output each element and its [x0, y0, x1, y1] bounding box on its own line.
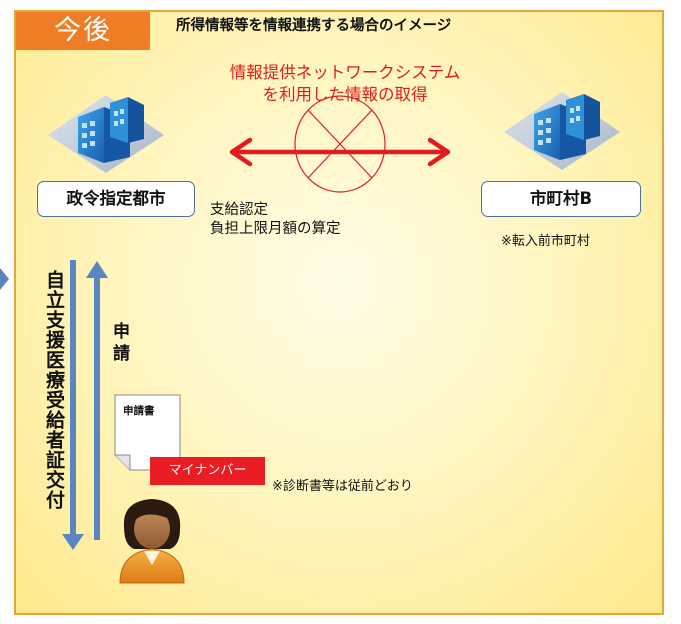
building-icon [504, 92, 620, 170]
document-title: 申請書 [123, 405, 155, 417]
cross-circle-icon [294, 95, 386, 193]
diagnosis-note: ※診断書等は従前どおり [272, 479, 413, 494]
document-icon [114, 394, 181, 471]
certificate-issue-label: 自立支援医療受給者証交付 [43, 270, 65, 510]
network-double-arrow [229, 137, 451, 167]
up-flow-arrow [86, 261, 108, 540]
mynumber-badge: マイナンバー [150, 457, 265, 485]
header-tag: 今後 [16, 12, 150, 50]
process-text: 支給認定 負担上限月額の算定 [210, 201, 341, 239]
down-flow-arrow [62, 260, 84, 550]
entity-municipality-b: 市町村B [481, 181, 641, 217]
process-line2: 負担上限月額の算定 [210, 221, 341, 237]
page-title: 所得情報等を情報連携する場合のイメージ [176, 18, 452, 34]
edge-arrow-icon [0, 268, 9, 290]
network-label-line1: 情報提供ネットワークシステム [229, 63, 461, 82]
building-icon [48, 95, 164, 173]
network-label-line2: を利用した情報の取得 [262, 85, 428, 104]
application-label: 申請 [109, 322, 129, 366]
municipality-b-note: ※転入前市町村 [501, 234, 590, 249]
entity-designated-city: 政令指定都市 [37, 181, 195, 217]
person-icon [119, 499, 185, 584]
network-label: 情報提供ネットワークシステム を利用した情報の取得 [200, 62, 490, 106]
process-line1: 支給認定 [210, 202, 268, 218]
